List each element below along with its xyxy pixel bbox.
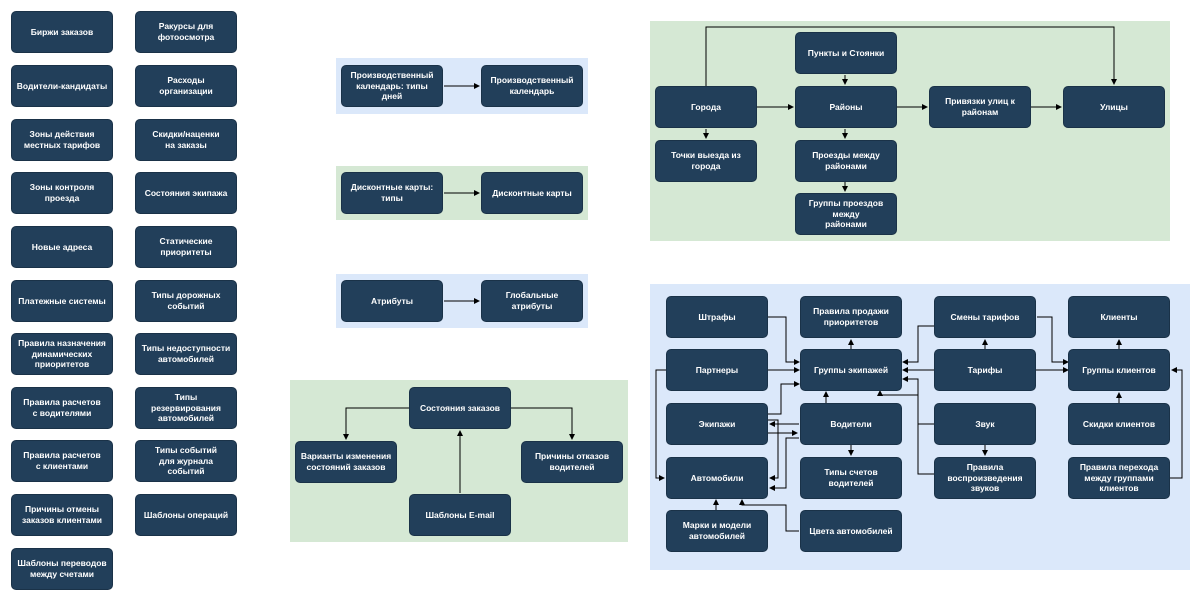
car-brands-models-node[interactable]: Марки и модели автомобилей xyxy=(666,510,768,552)
geo-region xyxy=(650,21,1170,241)
driver-account-types-node[interactable]: Типы счетов водителей xyxy=(800,457,902,499)
districts-node[interactable]: Районы xyxy=(795,86,897,128)
edge-partners-to-cars xyxy=(655,369,666,481)
sidebar-item-crew-states[interactable]: Состояния экипажа xyxy=(135,172,237,214)
edge-states-to-refusals xyxy=(511,407,575,440)
district-pass-groups-node[interactable]: Группы проездов между районами xyxy=(795,193,897,235)
edge-colors-to-cars xyxy=(739,499,799,532)
sidebar-item-car-reservation-types[interactable]: Типы резервирования автомобилей xyxy=(135,387,237,429)
sidebar-item-new-addresses[interactable]: Новые адреса xyxy=(11,226,113,268)
cities-node[interactable]: Города xyxy=(655,86,757,128)
sidebar-item-org-expenses[interactable]: Расходы организации xyxy=(135,65,237,107)
driver-refusal-reasons-node[interactable]: Причины отказов водителей xyxy=(521,441,623,483)
city-exit-points-node[interactable]: Точки выезда из города xyxy=(655,140,757,182)
sidebar-item-order-discounts[interactable]: Скидки/наценки на заказы xyxy=(135,119,237,161)
sidebar-item-local-tariff-zones[interactable]: Зоны действия местных тарифов xyxy=(11,119,113,161)
points-and-stands-node[interactable]: Пункты и Стоянки xyxy=(795,32,897,74)
sidebar-item-road-event-types[interactable]: Типы дорожных событий xyxy=(135,280,237,322)
sidebar-item-pass-control-zones[interactable]: Зоны контроля проезда xyxy=(11,172,113,214)
discount-cards-node[interactable]: Дисконтные карты xyxy=(481,172,583,214)
fines-node[interactable]: Штрафы xyxy=(666,296,768,338)
edge-drivers-to-cars xyxy=(769,437,799,491)
sidebar-item-dynamic-priority-rules[interactable]: Правила назначения динамических приорите… xyxy=(11,333,113,375)
sidebar-item-order-exchanges[interactable]: Биржи заказов xyxy=(11,11,113,53)
crews-node[interactable]: Экипажи xyxy=(666,403,768,445)
edge-tariff-changes-to-client-groups xyxy=(1037,316,1069,365)
sidebar-item-photo-angles[interactable]: Ракурсы для фотоосмотра xyxy=(135,11,237,53)
sidebar-item-payment-systems[interactable]: Платежные системы xyxy=(11,280,113,322)
sidebar-item-log-event-types[interactable]: Типы событий для журнала событий xyxy=(135,440,237,482)
discount-card-types-node[interactable]: Дисконтные карты: типы xyxy=(341,172,443,214)
district-passes-node[interactable]: Проезды между районами xyxy=(795,140,897,182)
order-states-node[interactable]: Состояния заказов xyxy=(409,387,511,429)
global-attributes-node[interactable]: Глобальные атрибуты xyxy=(481,280,583,322)
sidebar-item-transfer-templates[interactable]: Шаблоны переводов между счетами xyxy=(11,548,113,590)
calendar-node[interactable]: Производственный календарь xyxy=(481,65,583,107)
sidebar-item-client-cancel-reasons[interactable]: Причины отмены заказов клиентами xyxy=(11,494,113,536)
partners-node[interactable]: Партнеры xyxy=(666,349,768,391)
email-templates-node[interactable]: Шаблоны E-mail xyxy=(409,494,511,536)
sidebar-item-client-settlement-rules[interactable]: Правила расчетов с клиентами xyxy=(11,440,113,482)
edge-cities-to-streets xyxy=(705,26,1117,86)
calendar-day-types-node[interactable]: Производственный календарь: типы дней xyxy=(341,65,443,107)
client-group-transition-rules-node[interactable]: Правила перехода между группами клиентов xyxy=(1068,457,1170,499)
sidebar-item-driver-settlement-rules[interactable]: Правила расчетов с водителями xyxy=(11,387,113,429)
sidebar-item-operation-templates[interactable]: Шаблоны операций xyxy=(135,494,237,536)
edge-transition-to-client-groups xyxy=(1170,367,1183,479)
priority-sale-rules-node[interactable]: Правила продажи приоритетов xyxy=(800,296,902,338)
edge-states-to-variants xyxy=(343,407,409,440)
tariffs-node[interactable]: Тарифы xyxy=(934,349,1036,391)
state-change-variants-node[interactable]: Варианты изменения состояний заказов xyxy=(295,441,397,483)
edge-tariff-changes-to-crew-groups xyxy=(902,325,934,365)
client-discounts-node[interactable]: Скидки клиентов xyxy=(1068,403,1170,445)
sidebar-item-driver-candidates[interactable]: Водители-кандидаты xyxy=(11,65,113,107)
edge-sound-rules-to-crew-groups xyxy=(877,390,934,475)
sidebar-item-car-unavailability-types[interactable]: Типы недоступности автомобилей xyxy=(135,333,237,375)
streets-node[interactable]: Улицы xyxy=(1063,86,1165,128)
street-bindings-node[interactable]: Привязки улиц к районам xyxy=(929,86,1031,128)
edge-fines-to-crew-groups xyxy=(768,316,800,365)
sound-playback-rules-node[interactable]: Правила воспроизведения звуков xyxy=(934,457,1036,499)
clients-node[interactable]: Клиенты xyxy=(1068,296,1170,338)
tariff-changes-node[interactable]: Смены тарифов xyxy=(934,296,1036,338)
sound-node[interactable]: Звук xyxy=(934,403,1036,445)
cars-node[interactable]: Автомобили xyxy=(666,457,768,499)
crew-groups-node[interactable]: Группы экипажей xyxy=(800,349,902,391)
client-groups-node[interactable]: Группы клиентов xyxy=(1068,349,1170,391)
sidebar-item-static-priorities[interactable]: Статические приоритеты xyxy=(135,226,237,268)
edge-crews-to-crew-groups xyxy=(768,381,800,415)
car-colors-node[interactable]: Цвета автомобилей xyxy=(800,510,902,552)
drivers-node[interactable]: Водители xyxy=(800,403,902,445)
edge-crews-to-cars xyxy=(768,419,779,481)
attributes-node[interactable]: Атрибуты xyxy=(341,280,443,322)
